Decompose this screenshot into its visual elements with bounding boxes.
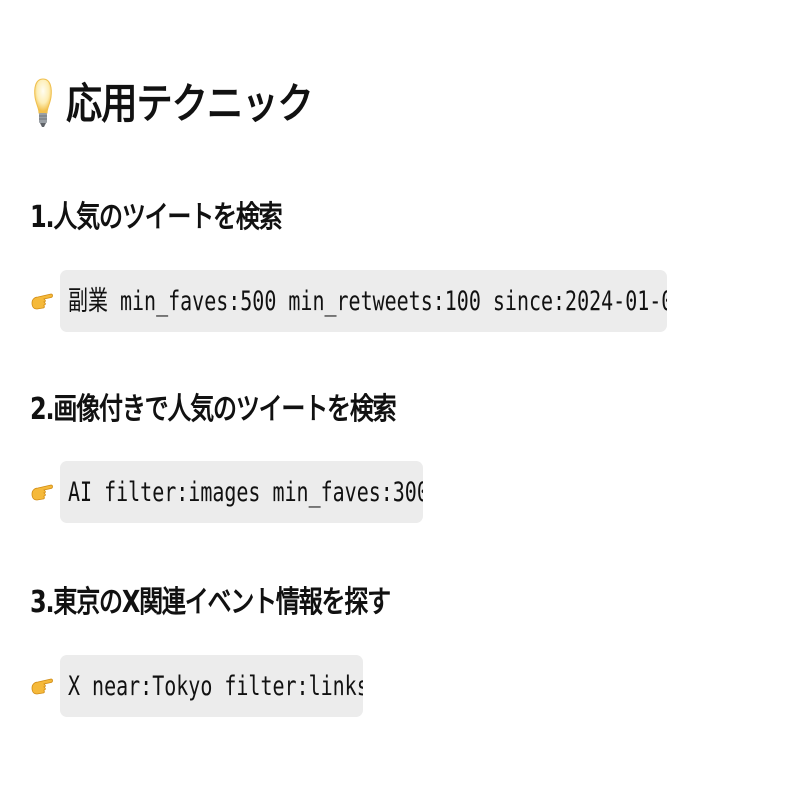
pointing-hand-icon bbox=[30, 289, 54, 313]
query-code-1: 副業 min_faves:500 min_retweets:100 since:… bbox=[68, 285, 667, 317]
query-code-3: X near:Tokyo filter:links bbox=[68, 670, 363, 702]
pointing-hand-icon bbox=[30, 674, 54, 698]
query-code-2: AI filter:images min_faves:300 bbox=[68, 476, 423, 508]
pointing-hand-icon bbox=[30, 480, 54, 504]
query-row-1: 副業 min_faves:500 min_retweets:100 since:… bbox=[30, 270, 667, 332]
query-code-box-1[interactable]: 副業 min_faves:500 min_retweets:100 since:… bbox=[60, 270, 667, 332]
section-heading-2: 2.画像付きで人気のツイートを検索 bbox=[30, 392, 397, 427]
page-title: 応用テクニック bbox=[66, 79, 314, 128]
section-heading-1: 1.人気のツイートを検索 bbox=[30, 200, 283, 235]
section-heading-3: 3.東京のX関連イベント情報を探す bbox=[30, 585, 391, 620]
query-row-3: X near:Tokyo filter:links bbox=[30, 655, 363, 717]
query-row-2: AI filter:images min_faves:300 bbox=[30, 461, 423, 523]
lightbulb-icon bbox=[32, 77, 54, 131]
query-code-box-2[interactable]: AI filter:images min_faves:300 bbox=[60, 461, 423, 523]
query-code-box-3[interactable]: X near:Tokyo filter:links bbox=[60, 655, 363, 717]
section-title: 応用テクニック bbox=[32, 74, 353, 134]
